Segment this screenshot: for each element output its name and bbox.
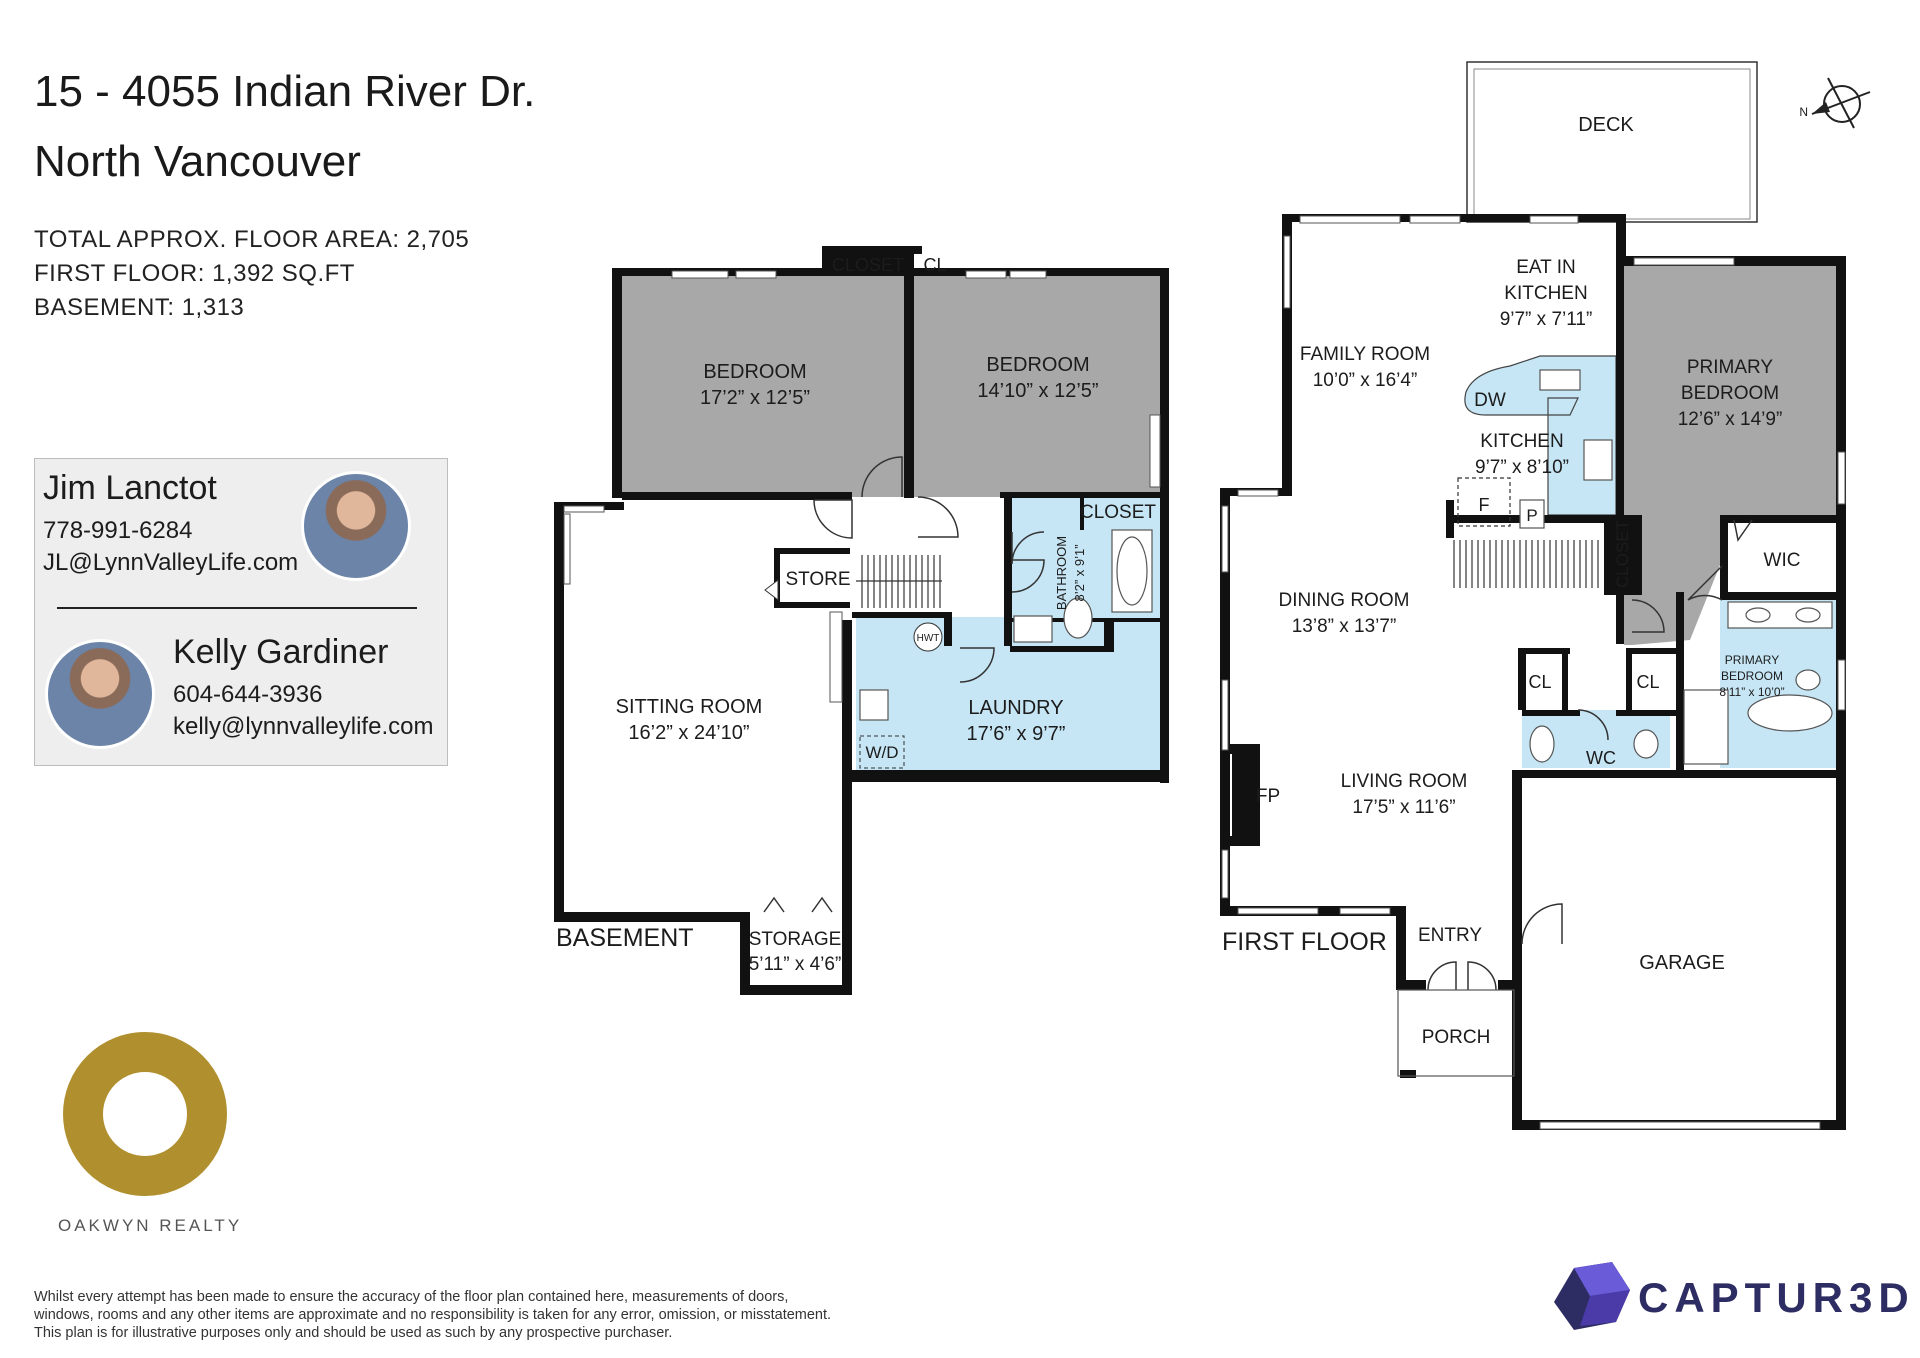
primary-bedroom-label: PRIMARY: [1687, 357, 1774, 378]
wc-label: WC: [1586, 748, 1616, 768]
bedroom-dims: 14’10” x 12’5”: [977, 380, 1098, 402]
bedroom-label: BEDROOM: [986, 354, 1089, 376]
deck-label: DECK: [1578, 114, 1634, 136]
wic-label: WIC: [1764, 550, 1801, 571]
basement-plan: CLOSET CL BEDROOM 17’2” x 12’5” BEDROOM …: [554, 246, 1169, 995]
captur3d-brand-text: CAPTUR3D: [1638, 1274, 1915, 1321]
primary-bedroom-label: BEDROOM: [1681, 383, 1779, 404]
agent-name: Jim Lanctot: [43, 469, 217, 507]
bedroom-dims: 17’2” x 12’5”: [700, 387, 810, 409]
sitting-room-dims: 16’2” x 24’10”: [628, 722, 749, 744]
living-room-dims: 17’5” x 11’6”: [1352, 797, 1455, 818]
hwt-label: HWT: [917, 633, 940, 644]
agent-email[interactable]: kelly@lynnvalleylife.com: [173, 713, 434, 740]
primary-ensuite-label: PRIMARY: [1725, 653, 1779, 667]
fridge-label: F: [1479, 495, 1490, 515]
fp-label: FP: [1256, 786, 1280, 807]
oakwyn-brand-text: OAKWYN REALTY: [58, 1216, 243, 1235]
wd-label: W/D: [865, 743, 898, 762]
bathroom-label: BATHROOM: [1054, 536, 1069, 610]
primary-bedroom-fill: [1624, 265, 1840, 645]
closet-label: CLOSET: [1613, 520, 1632, 588]
primary-bedroom-dims: 12’6” x 14’9”: [1678, 409, 1783, 430]
total-floor-area: TOTAL APPROX. FLOOR AREA: 2,705: [34, 226, 470, 253]
eat-in-kitchen-label: EAT IN: [1516, 257, 1575, 278]
captur3d-logo-icon: [1554, 1262, 1630, 1330]
sitting-room-label: SITTING ROOM: [616, 696, 763, 718]
first-floor-plan: N DECK EAT IN KITCHEN 9’7” x 7’11” FAMIL…: [1220, 61, 1871, 1130]
disclaimer: Whilst every attempt has been made to en…: [34, 1288, 994, 1342]
kitchen-fill: [1464, 355, 1617, 516]
basement-title: BASEMENT: [556, 924, 694, 952]
disclaimer-line: windows, rooms and any other items are a…: [34, 1307, 832, 1323]
store-label: STORE: [785, 569, 850, 590]
agent-phone[interactable]: 604-644-3936: [173, 681, 323, 708]
pantry-label: P: [1526, 506, 1537, 525]
dw-label: DW: [1474, 390, 1506, 411]
laundry-dims: 17’6” x 9’7”: [967, 723, 1066, 745]
storage-dims: 5’11” x 4’6”: [749, 954, 842, 975]
card-divider: [57, 607, 417, 609]
storage-label: STORAGE: [749, 929, 842, 950]
property-city: North Vancouver: [34, 137, 361, 186]
living-room-label: LIVING ROOM: [1341, 771, 1468, 792]
porch-outline: [1397, 989, 1515, 1077]
cl-label: CL: [1636, 672, 1659, 692]
first-floor-area: FIRST FLOOR: 1,392 SQ.FT: [34, 260, 355, 287]
first-floor-title: FIRST FLOOR: [1222, 928, 1387, 956]
fireplace: [1232, 746, 1256, 842]
family-room-label: FAMILY ROOM: [1300, 344, 1430, 365]
eat-in-kitchen-dims: 9’7” x 7’11”: [1500, 309, 1593, 330]
bedroom-label: BEDROOM: [703, 361, 806, 383]
bathroom-dims: 8’2” x 9’1”: [1072, 544, 1087, 601]
cl-label: CL: [1528, 672, 1551, 692]
dining-room-dims: 13’8” x 13’7”: [1292, 616, 1397, 637]
disclaimer-line: This plan is for illustrative purposes o…: [34, 1325, 673, 1341]
cl-label: CL: [923, 255, 946, 275]
north-compass: N: [1799, 77, 1871, 129]
bedroom-fill: [618, 275, 910, 497]
garage-label: GARAGE: [1639, 952, 1725, 974]
agent-name: Kelly Gardiner: [173, 633, 389, 671]
agent-avatar: [301, 471, 411, 581]
property-address: 15 - 4055 Indian River Dr.: [34, 67, 536, 116]
agent-phone[interactable]: 778-991-6284: [43, 517, 193, 544]
primary-ensuite-dims: 8’11” x 10’0”: [1719, 685, 1784, 699]
kitchen-label: KITCHEN: [1480, 431, 1563, 452]
kitchen-dims: 9’7” x 8’10”: [1475, 457, 1569, 478]
oakwyn-logo-icon: [63, 1032, 227, 1196]
closet-label: CLOSET: [832, 255, 904, 275]
closet-label: CLOSET: [1080, 502, 1156, 523]
primary-ensuite-label: BEDROOM: [1721, 669, 1783, 683]
basement-area: BASEMENT: 1,313: [34, 294, 245, 321]
agent-email[interactable]: JL@LynnValleyLife.com: [43, 549, 299, 576]
bedroom-fill: [910, 275, 1162, 497]
agent-avatar: [45, 639, 155, 749]
compass-label: N: [1799, 105, 1808, 119]
dining-room-label: DINING ROOM: [1279, 590, 1410, 611]
agent-contact-card: Jim Lanctot 778-991-6284 JL@LynnValleyLi…: [34, 458, 448, 766]
disclaimer-line: Whilst every attempt has been made to en…: [34, 1289, 789, 1305]
porch-label: PORCH: [1422, 1027, 1491, 1048]
entry-label: ENTRY: [1418, 925, 1482, 946]
laundry-label: LAUNDRY: [968, 697, 1063, 719]
family-room-dims: 10’0” x 16’4”: [1313, 370, 1418, 391]
deck-outline: [1466, 61, 1758, 223]
eat-in-kitchen-label: KITCHEN: [1504, 283, 1587, 304]
